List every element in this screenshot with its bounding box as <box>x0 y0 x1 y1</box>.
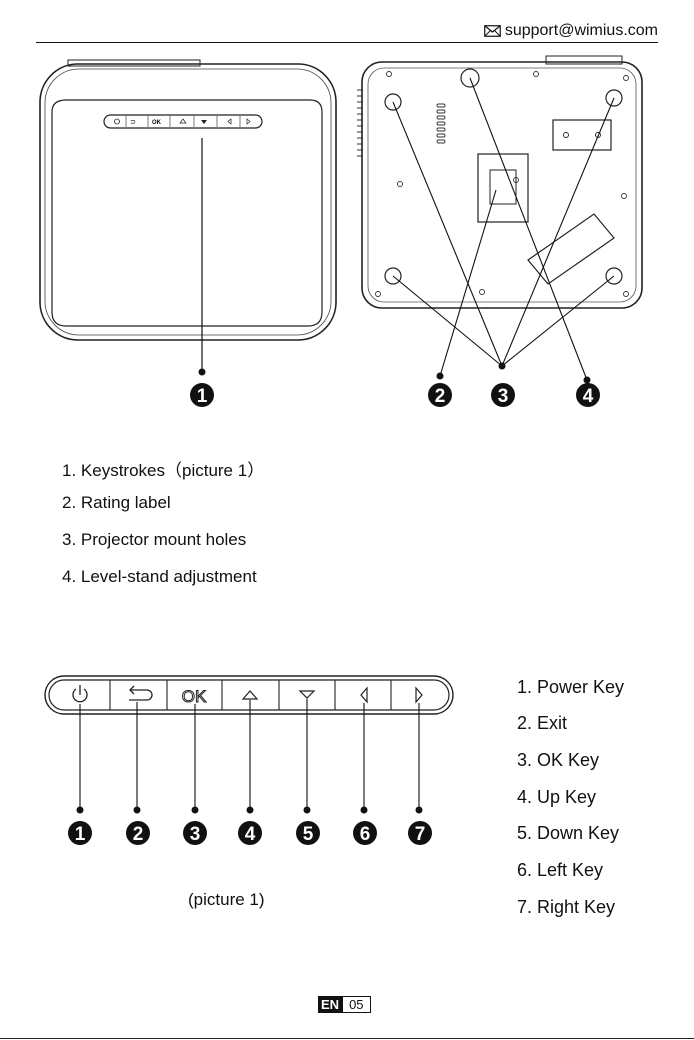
svg-text:OK: OK <box>152 120 162 126</box>
projector-diagram: ⊃ OK <box>0 50 694 420</box>
callout-badge: 1 <box>190 383 214 407</box>
svg-text:4: 4 <box>245 824 256 845</box>
up-arrow-icon <box>243 691 257 699</box>
ok-label: OK <box>182 687 207 706</box>
list-item: 6. Left Key <box>517 860 603 881</box>
callout-badges-top: 1 2 3 4 <box>190 383 600 407</box>
svg-text:2: 2 <box>133 824 144 845</box>
list-item: 3. Projector mount holes <box>62 530 246 550</box>
support-email: support@wimius.com <box>484 22 658 40</box>
callout-badge: 3 <box>183 821 207 845</box>
callout-badge: 1 <box>68 821 92 845</box>
list-item: 4. Up Key <box>517 787 596 808</box>
list-item: 7. Right Key <box>517 897 615 918</box>
footer-rule <box>0 1038 694 1039</box>
callout-badges-keypad: 1 2 3 4 5 6 7 <box>68 821 432 845</box>
svg-text:1: 1 <box>197 386 208 407</box>
list-item: 3. OK Key <box>517 750 599 771</box>
callout-badge: 2 <box>126 821 150 845</box>
projector-bottom-view <box>357 56 642 384</box>
svg-text:2: 2 <box>435 386 446 407</box>
list-item: 1. Power Key <box>517 677 624 698</box>
email-text: support@wimius.com <box>505 22 658 40</box>
header-rule <box>36 42 658 43</box>
envelope-icon <box>484 25 501 37</box>
left-arrow-icon <box>361 688 367 702</box>
svg-text:4: 4 <box>583 386 594 407</box>
down-arrow-icon <box>300 691 314 698</box>
svg-text:1: 1 <box>75 824 86 845</box>
picture-caption: (picture 1) <box>188 890 265 910</box>
svg-text:5: 5 <box>303 824 314 845</box>
svg-text:3: 3 <box>190 824 201 845</box>
list-item: 2. Exit <box>517 713 567 734</box>
callout-badge: 7 <box>408 821 432 845</box>
page-number-badge: EN 05 <box>318 996 371 1013</box>
keypad-diagram: OK 1 2 3 4 5 6 7 <box>0 670 480 860</box>
right-arrow-icon <box>416 688 422 702</box>
callout-badge: 4 <box>576 383 600 407</box>
callout-badge: 6 <box>353 821 377 845</box>
power-icon <box>73 685 87 702</box>
callout-badge: 3 <box>491 383 515 407</box>
list-item: 1. Keystrokes（picture 1） <box>62 456 264 481</box>
svg-text:6: 6 <box>360 824 371 845</box>
page-number: 05 <box>342 996 370 1013</box>
back-icon <box>129 686 152 700</box>
svg-text:7: 7 <box>415 824 426 845</box>
callout-badge: 4 <box>238 821 262 845</box>
projector-top-view: ⊃ OK <box>40 60 336 376</box>
list-item: 4. Level-stand adjustment <box>62 567 257 587</box>
svg-text:⊃: ⊃ <box>130 119 136 126</box>
svg-text:3: 3 <box>498 386 509 407</box>
list-item: 2. Rating label <box>62 493 171 513</box>
list-item: 5. Down Key <box>517 823 619 844</box>
language-tag: EN <box>318 996 342 1013</box>
callout-badge: 5 <box>296 821 320 845</box>
callout-badge: 2 <box>428 383 452 407</box>
